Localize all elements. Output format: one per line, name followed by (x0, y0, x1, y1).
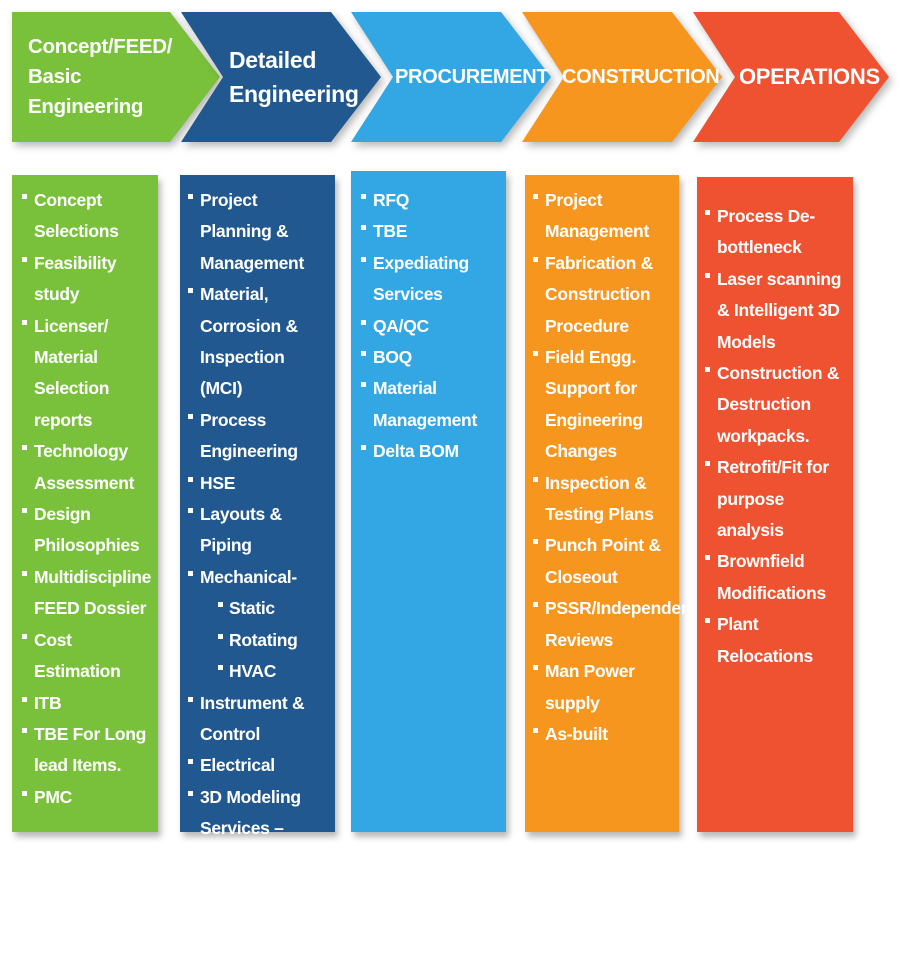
stage-column-detailed-engineering: Project Planning & Management Material, … (180, 175, 335, 964)
list-item: TBE For Long lead Items. (22, 719, 154, 782)
list-item: Concept Selections (22, 185, 154, 248)
list-item: QA/QC (361, 311, 502, 342)
arrow-shape (522, 12, 722, 142)
stage-column-concept: Concept Selections Feasibility study Lic… (12, 175, 158, 832)
stage-title: CONSTRUCTION (562, 12, 720, 142)
list-item: RFQ (361, 185, 502, 216)
list-item: Delta BOM (361, 436, 502, 467)
sub-list-item: Static (188, 593, 331, 624)
list-item: Mechanical- (188, 562, 331, 593)
arrow-shape (181, 12, 381, 142)
list-item: Fabrication & Construction Procedure (533, 248, 675, 342)
stage-arrow-concept: Concept/FEED/ Basic Engineering (12, 12, 220, 142)
list-item: Multidiscipline FEED Dossier (22, 562, 154, 625)
item-list: RFQ TBE Expediating Services QA/QC BOQ M… (361, 185, 502, 468)
stage-column-construction: Project Management Fabrication & Constru… (525, 175, 697, 832)
stage-column-operations: Process De-bottleneck Laser scanning & I… (697, 177, 853, 832)
list-item: Licenser/ Material Selection reports (22, 311, 154, 437)
stage-column-procurement: RFQ TBE Expediating Services QA/QC BOQ M… (351, 171, 506, 832)
list-item: Layouts & Piping (188, 499, 331, 562)
item-list: Process De-bottleneck Laser scanning & I… (705, 201, 849, 672)
arrow-shape (12, 12, 220, 142)
list-item: Field Engg. Support for Engineering Chan… (533, 342, 675, 468)
list-item: Design Philosophies (22, 499, 154, 562)
stage-title: PROCUREMENT (395, 12, 549, 142)
list-item: Man Power supply (533, 656, 675, 719)
list-item: Construction & Destruction workpacks. (705, 358, 849, 452)
stage-title: OPERATIONS (739, 12, 880, 142)
list-item: Electrical (188, 750, 331, 781)
list-item: As-built (533, 719, 675, 750)
stage-title-line: Engineering (229, 81, 359, 107)
stage-arrow-construction: CONSTRUCTION (522, 12, 722, 142)
list-item: Material, Corrosion & Inspection (MCI) (188, 279, 331, 405)
stage-arrow-detailed-engineering: Detailed Engineering (181, 12, 381, 142)
stage-title-line: Basic Engineering (28, 65, 144, 118)
list-item: Plant Relocations (705, 609, 849, 672)
list-item: Instrument & Control (188, 688, 331, 751)
list-item: HSE (188, 468, 331, 499)
arrow-shape (693, 12, 889, 142)
list-item: Project Management (533, 185, 675, 248)
stage-title-line: Concept/FEED/ (28, 35, 173, 58)
list-item: Process Engineering (188, 405, 331, 468)
list-item: ITB (22, 688, 154, 719)
stage-title: Concept/FEED/ Basic Engineering (28, 12, 186, 142)
list-item: Expediating Services (361, 248, 502, 311)
list-item: Punch Point & Closeout (533, 530, 675, 593)
list-item: BOQ (361, 342, 502, 373)
list-item: Brownfield Modifications (705, 546, 849, 609)
list-item: TBE (361, 216, 502, 247)
list-item: Cost Estimation (22, 625, 154, 688)
list-item: PMC (22, 782, 154, 813)
item-list: Concept Selections Feasibility study Lic… (22, 185, 154, 813)
list-item: 3D Modeling Services – PDMS/E3D, SP3D, P… (188, 782, 331, 970)
list-item: Project Planning & Management (188, 185, 331, 279)
arrow-shape (351, 12, 551, 142)
list-item: Retrofit/Fit for purpose analysis (705, 452, 849, 546)
list-item: Material Management (361, 373, 502, 436)
stage-title: Detailed Engineering (229, 12, 359, 142)
stage-arrow-procurement: PROCUREMENT (351, 12, 551, 142)
item-list: Project Planning & Management Material, … (188, 185, 331, 970)
stage-title-line: CONSTRUCTION (562, 65, 720, 88)
list-item: Process De-bottleneck (705, 201, 849, 264)
list-item: Feasibility study (22, 248, 154, 311)
stage-title-line: Detailed (229, 47, 317, 73)
stage-title-line: OPERATIONS (739, 64, 880, 89)
list-item: Laser scanning & Intelligent 3D Models (705, 264, 849, 358)
stage-arrow-operations: OPERATIONS (693, 12, 889, 142)
sub-list-item: HVAC (188, 656, 331, 687)
list-item: Technology Assessment (22, 436, 154, 499)
sub-list-item: Rotating (188, 625, 331, 656)
item-list: Project Management Fabrication & Constru… (533, 185, 697, 750)
list-item: Inspection & Testing Plans (533, 468, 675, 531)
list-item: PSSR/Independent Reviews (533, 593, 697, 656)
stage-title-line: PROCUREMENT (395, 65, 549, 88)
